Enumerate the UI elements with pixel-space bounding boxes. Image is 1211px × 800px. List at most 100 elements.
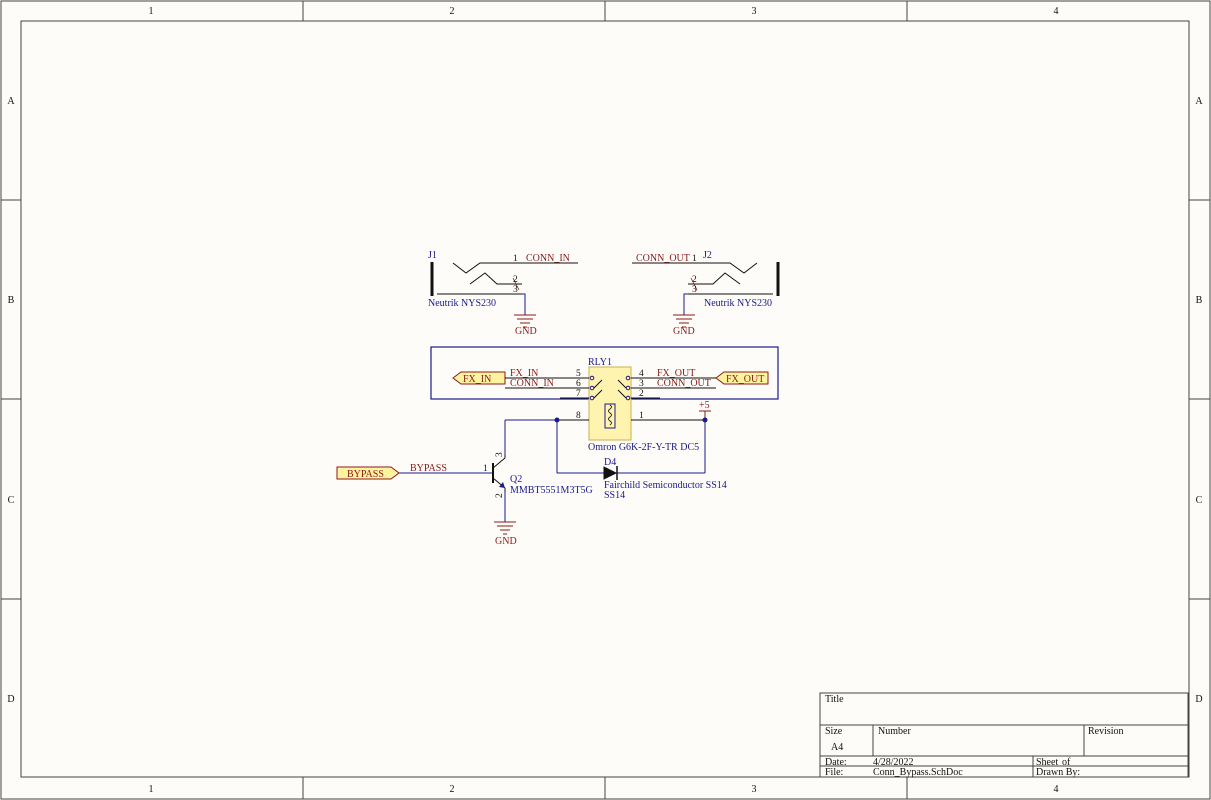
- row-label-right-b: B: [1196, 295, 1203, 306]
- rly1-pin-2: 2: [639, 389, 644, 399]
- ground-symbol-q2: [494, 521, 516, 535]
- port-bypass-label: BYPASS: [347, 469, 384, 480]
- rly1-pin-4: 4: [639, 369, 644, 379]
- gnd-label-j1: GND: [515, 326, 537, 337]
- rly1-pin-8: 8: [576, 411, 581, 421]
- relay-coil: [604, 403, 616, 429]
- q2-pin-1: 1: [483, 464, 488, 474]
- title-block-sheet-label: Sheet: [1036, 757, 1058, 768]
- diode-triangle: [603, 466, 618, 480]
- port-fx-in[interactable]: FX_IN: [452, 371, 506, 385]
- j1-tip-contact: [452, 262, 578, 274]
- rly1-value: Omron G6K-2F-Y-TR DC5: [588, 442, 699, 453]
- title-block-file-value: Conn_Bypass.SchDoc: [873, 767, 963, 778]
- q2-emitter-arrow: [499, 482, 505, 488]
- rly1-pin-1: 1: [639, 411, 644, 421]
- j1-pin-3: 3: [513, 285, 518, 295]
- power-symbol-5v: +5: [699, 400, 711, 420]
- j1-value: Neutrik NYS230: [428, 298, 496, 309]
- j2-ring-contact: [688, 272, 741, 285]
- title-block-size-value: A4: [831, 742, 843, 753]
- title-block-title-label: Title: [825, 694, 844, 705]
- net-label-conn-out-relay: CONN_OUT: [657, 378, 711, 389]
- row-label-left-a: A: [7, 96, 15, 107]
- title-block-number-label: Number: [878, 726, 911, 737]
- j2-tip-contact: [632, 262, 758, 274]
- q2-collector: [492, 457, 506, 469]
- row-label-left-b: B: [8, 295, 15, 306]
- rly1-pin-6: 6: [576, 379, 581, 389]
- connector-j1[interactable]: J1 Neutrik NYS230 1 2 3 CONN_IN: [428, 250, 578, 315]
- junction-dot-coil-8: [554, 417, 560, 423]
- rly1-designator: RLY1: [588, 357, 612, 368]
- title-block-size-label: Size: [825, 726, 843, 737]
- ground-symbol-j1: [514, 314, 536, 328]
- row-label-right-d: D: [1195, 694, 1202, 705]
- coil-drive-wires: [399, 419, 706, 522]
- j2-pin-1: 1: [692, 254, 697, 264]
- d4-value: Fairchild Semiconductor SS14: [604, 480, 727, 491]
- port-fx-in-label: FX_IN: [463, 374, 491, 385]
- q2-value: MMBT5551M3T5G: [510, 485, 593, 496]
- j1-designator: J1: [428, 250, 437, 261]
- port-fx-out[interactable]: FX_OUT: [715, 371, 769, 385]
- row-label-right-c: C: [1196, 495, 1203, 506]
- frame-column-labels: 1 2 3 4 1 2 3 4: [149, 6, 1059, 795]
- net-label-conn-in-relay: CONN_IN: [510, 378, 554, 389]
- title-block-date-value: 4/28/2022: [873, 757, 914, 768]
- j1-pin2-noconnect: [512, 277, 520, 291]
- title-block-date-label: Date:: [825, 757, 847, 768]
- j1-pin-2: 2: [513, 275, 518, 285]
- title-block-revision-label: Revision: [1088, 726, 1124, 737]
- title-block-drawn-by-label: Drawn By:: [1036, 767, 1080, 778]
- col-label-bottom-2: 2: [450, 784, 455, 795]
- connector-j2[interactable]: J2 Neutrik NYS230 1 2 3 CONN_OUT: [632, 250, 780, 315]
- j2-pin2-noconnect: [690, 277, 698, 291]
- rly1-pin-3: 3: [639, 379, 644, 389]
- j1-gnd-wire: [522, 293, 526, 315]
- port-fx-out-label: FX_OUT: [726, 374, 764, 385]
- j1-pin-1: 1: [513, 254, 518, 264]
- d4-designator: D4: [604, 457, 616, 468]
- ground-symbol-j2: [673, 314, 695, 328]
- d4-part: SS14: [604, 490, 625, 501]
- transistor-q2[interactable]: Q2 MMBT5551M3T5G 1 3 2: [483, 452, 593, 498]
- j2-pin-3: 3: [692, 285, 697, 295]
- net-label-fx-out: FX_OUT: [657, 368, 695, 379]
- relay-rly1[interactable]: RLY1 Omron G6K-2F-Y-TR DC5 5 6 7 8 4 3 2…: [505, 357, 716, 453]
- col-label-bottom-1: 1: [149, 784, 154, 795]
- port-bypass[interactable]: BYPASS: [336, 466, 400, 480]
- rly1-pin-7: 7: [576, 389, 581, 399]
- col-label-top-4: 4: [1054, 6, 1059, 17]
- vcc-label: +5: [699, 400, 710, 411]
- title-block-file-label: File:: [825, 767, 843, 778]
- row-label-left-d: D: [7, 694, 14, 705]
- title-block-of-label: of: [1062, 757, 1071, 768]
- junction-dot-coil-1: [702, 417, 708, 423]
- col-label-top-2: 2: [450, 6, 455, 17]
- net-label-conn-in: CONN_IN: [526, 253, 570, 264]
- gnd-label-j2: GND: [673, 326, 695, 337]
- rly1-pin-5: 5: [576, 369, 581, 379]
- col-label-bottom-4: 4: [1054, 784, 1059, 795]
- j2-pin-2: 2: [692, 275, 697, 285]
- col-label-bottom-3: 3: [752, 784, 757, 795]
- col-label-top-1: 1: [149, 6, 154, 17]
- j2-gnd-wire: [683, 293, 688, 315]
- net-label-fx-in: FX_IN: [510, 368, 538, 379]
- row-label-right-a: A: [1195, 96, 1203, 107]
- q2-pin-3: 3: [495, 452, 505, 457]
- j2-value: Neutrik NYS230: [704, 298, 772, 309]
- net-label-bypass: BYPASS: [410, 463, 447, 474]
- q2-designator: Q2: [510, 474, 522, 485]
- diode-d4[interactable]: D4 Fairchild Semiconductor SS14 SS14: [603, 457, 727, 501]
- j2-designator: J2: [703, 250, 712, 261]
- col-label-top-3: 3: [752, 6, 757, 17]
- net-label-conn-out: CONN_OUT: [636, 253, 690, 264]
- q2-pin-2: 2: [495, 493, 505, 498]
- gnd-label-q2: GND: [495, 536, 517, 547]
- title-block: [819, 692, 1189, 778]
- j1-ring-contact: [469, 272, 522, 285]
